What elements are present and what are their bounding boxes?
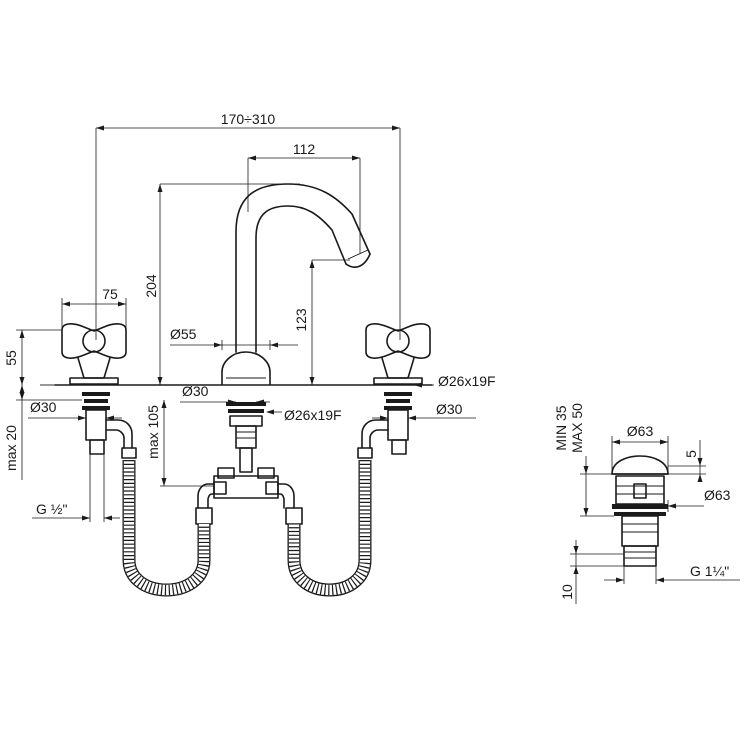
dim-max-105: max 105 bbox=[145, 400, 214, 487]
spout bbox=[221, 183, 371, 385]
right-valve-body bbox=[357, 392, 412, 459]
dim-o30-right: Ø30 bbox=[372, 401, 476, 421]
label-spout-base: Ø55 bbox=[170, 326, 197, 342]
dim-g-half: G ½" bbox=[32, 454, 120, 522]
waste-body bbox=[611, 455, 669, 567]
label-spout-height: 204 bbox=[143, 274, 159, 298]
label-min-deck: MIN 35 bbox=[553, 405, 569, 450]
left-handle bbox=[61, 323, 127, 385]
dim-o26-right: Ø26x19F bbox=[414, 373, 496, 389]
dim-o30-centre: Ø30 bbox=[180, 383, 270, 405]
dim-cap-5: 5 bbox=[668, 440, 706, 482]
centre-body bbox=[195, 402, 303, 525]
right-handle bbox=[365, 323, 431, 385]
label-left-stem: Ø30 bbox=[30, 399, 57, 415]
left-valve-body bbox=[82, 392, 137, 459]
label-handle-height: 55 bbox=[3, 350, 19, 366]
label-tail-thread: G 1¼" bbox=[690, 563, 729, 579]
dim-max-20: max 20 bbox=[3, 385, 82, 480]
label-width-range: 170÷310 bbox=[221, 111, 276, 127]
dim-75: 75 bbox=[61, 286, 127, 330]
dim-min-max-deck: MIN 35 MAX 50 bbox=[553, 403, 614, 517]
dim-tail-10: 10 bbox=[559, 540, 624, 604]
label-outlet-height: 123 bbox=[293, 308, 309, 332]
label-side-thread: Ø26x19F bbox=[438, 373, 496, 389]
dim-g-1-1-4: G 1¼" bbox=[604, 563, 740, 584]
left-hose bbox=[122, 460, 211, 597]
label-cap-diameter: Ø63 bbox=[627, 423, 654, 439]
dim-204: 204 bbox=[143, 183, 300, 385]
dim-o26-centre: Ø26x19F bbox=[266, 407, 342, 423]
dim-o30-left: Ø30 bbox=[28, 399, 122, 421]
label-max-deck: MAX 50 bbox=[569, 403, 585, 453]
label-right-stem: Ø30 bbox=[436, 401, 463, 417]
label-inlet-thread: G ½" bbox=[36, 501, 67, 517]
label-tail-length: 10 bbox=[559, 584, 575, 600]
right-hose bbox=[287, 460, 372, 597]
dim-170-310: 170÷310 bbox=[95, 111, 401, 340]
dim-o55: Ø55 bbox=[170, 326, 298, 350]
label-spout-thread: Ø26x19F bbox=[284, 407, 342, 423]
dim-123: 123 bbox=[293, 259, 350, 385]
dim-55-height: 55 bbox=[3, 329, 62, 385]
label-depth-max: max 105 bbox=[145, 405, 161, 459]
dim-flange-o63: Ø63 bbox=[612, 487, 731, 512]
dim-112: 112 bbox=[247, 141, 361, 254]
label-flange-diameter: Ø63 bbox=[704, 487, 731, 503]
label-spout-reach: 112 bbox=[293, 141, 316, 157]
label-deck-max: max 20 bbox=[3, 425, 19, 471]
label-handle-width: 75 bbox=[102, 286, 118, 302]
dim-cap-o63: Ø63 bbox=[611, 423, 669, 474]
label-centre-stem: Ø30 bbox=[182, 383, 209, 399]
label-cap-height: 5 bbox=[683, 450, 699, 458]
